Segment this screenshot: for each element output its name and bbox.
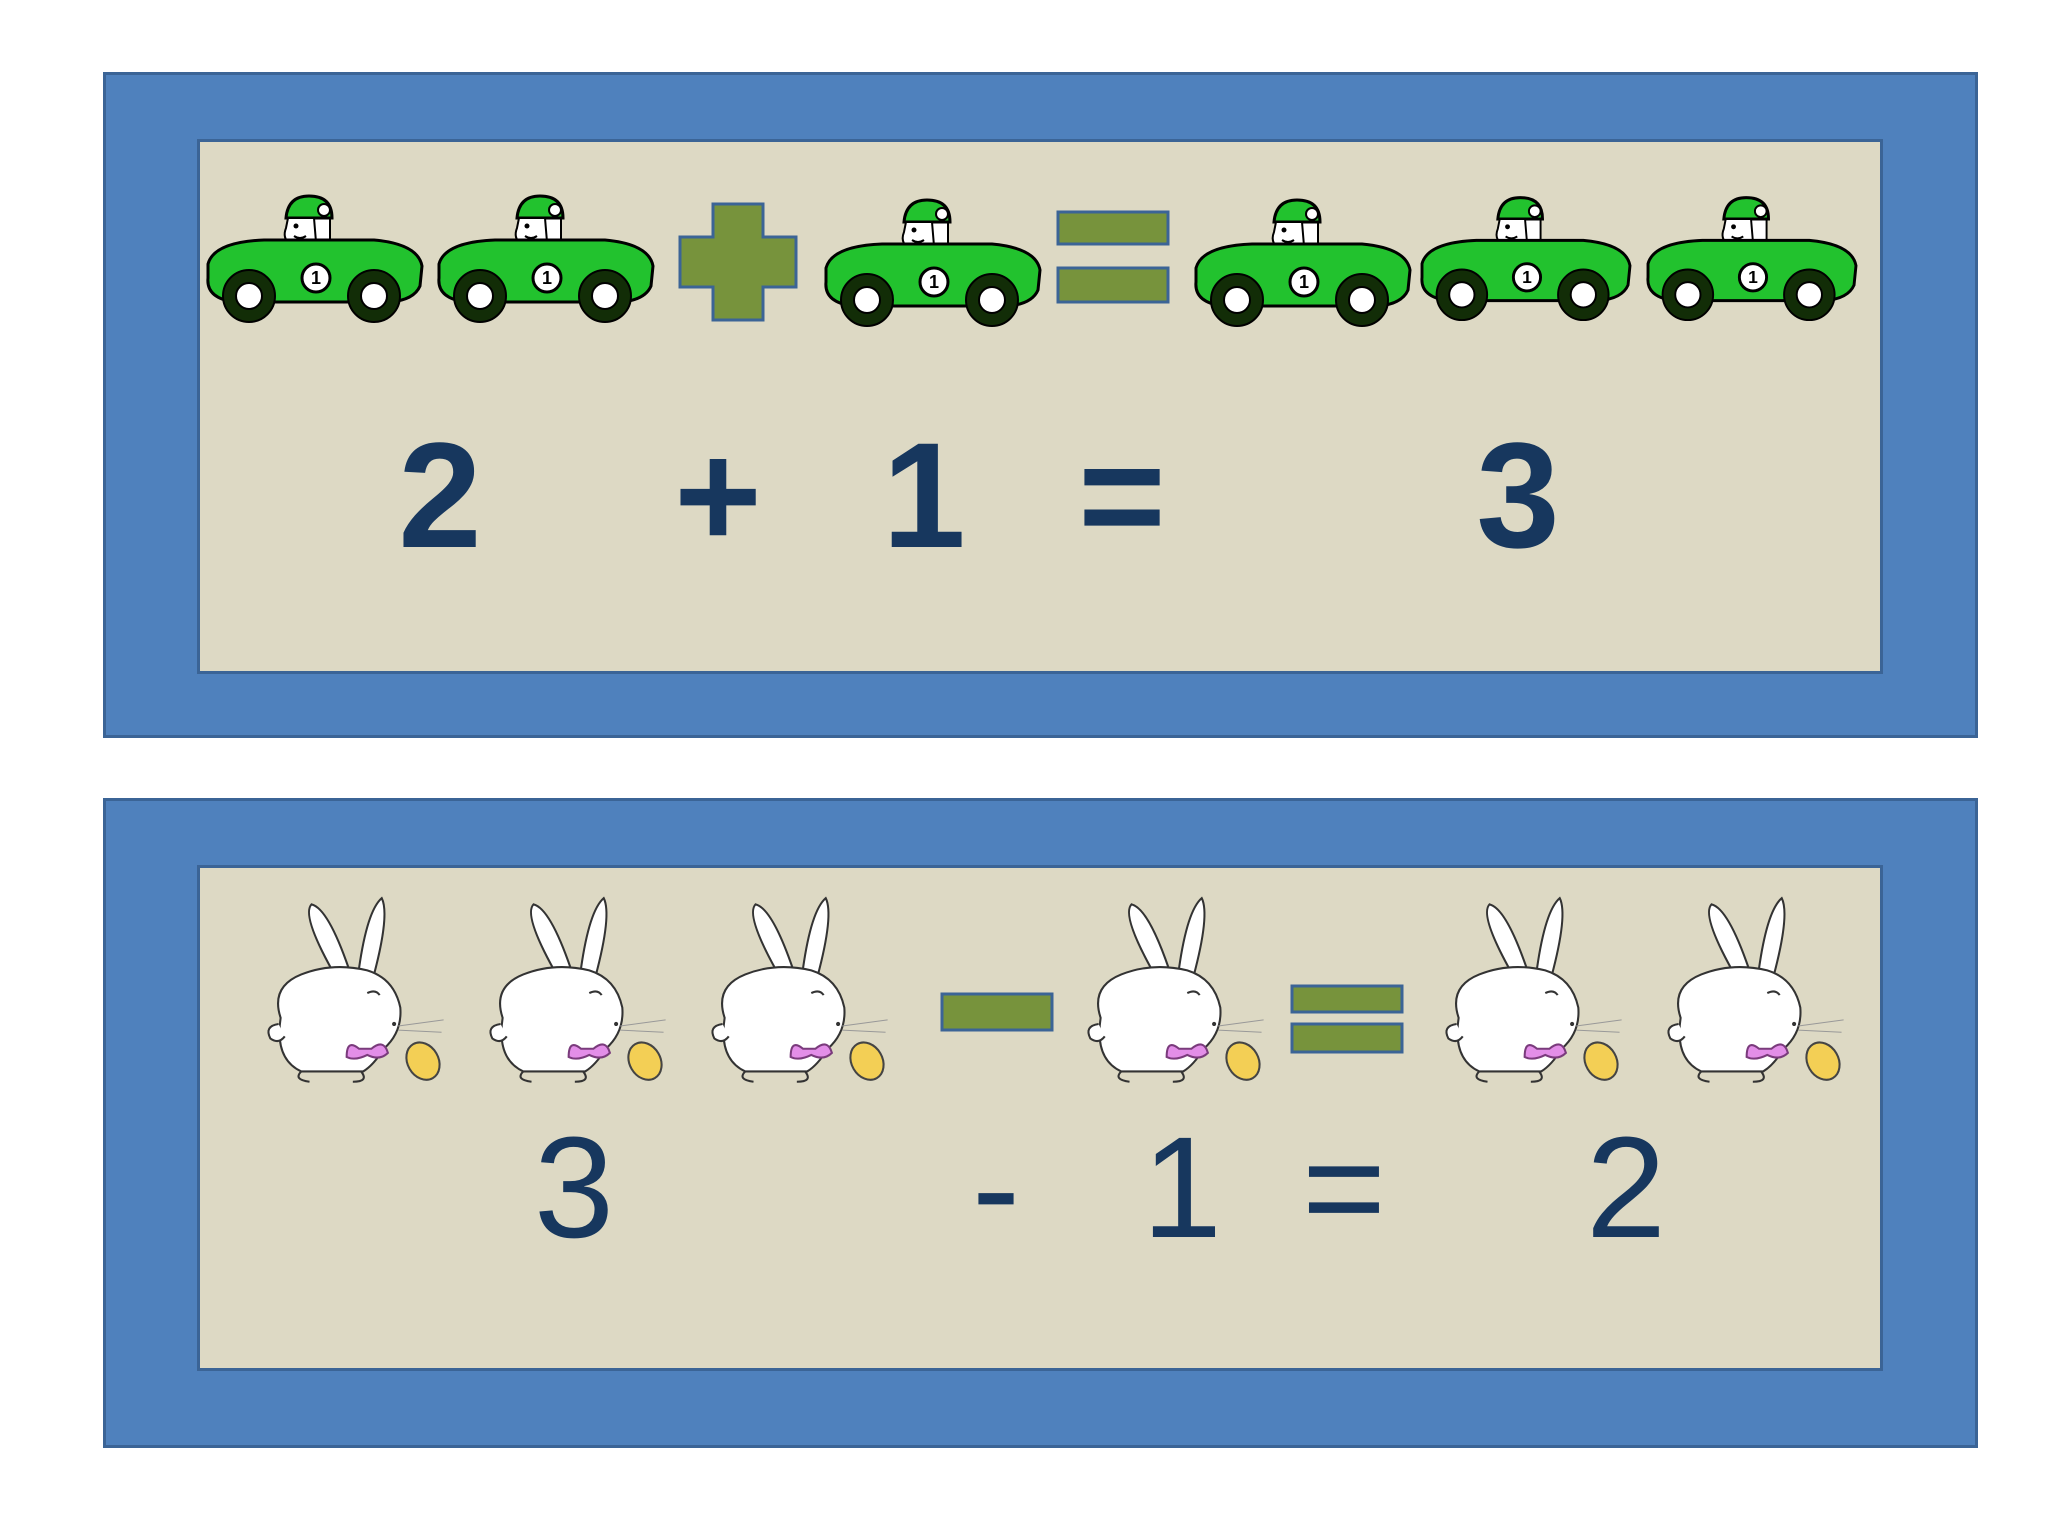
addition-card: 2 + 1 = 3 — [103, 72, 1978, 738]
equals-sign: = — [1078, 411, 1166, 579]
equals-icon — [1056, 210, 1170, 304]
race-car-icon — [206, 194, 424, 324]
right-operand: 1 — [882, 411, 966, 579]
plus-sign: + — [674, 411, 762, 579]
result: 3 — [1476, 411, 1560, 579]
left-operand: 2 — [398, 411, 482, 579]
bunny-icon — [1445, 897, 1626, 1087]
bunny-icon — [489, 897, 670, 1087]
left-operand: 3 — [533, 1107, 615, 1268]
race-car-icon — [1420, 196, 1632, 322]
bunny-icon — [267, 897, 448, 1087]
race-car-icon — [1646, 196, 1858, 322]
equals-icon — [1290, 984, 1404, 1054]
race-car-icon — [824, 198, 1042, 328]
race-car-icon — [437, 194, 655, 324]
minus-icon — [940, 992, 1054, 1032]
minus-sign: - — [972, 1107, 1020, 1268]
subtraction-card: 3 - 1 = 2 — [103, 798, 1978, 1448]
result: 2 — [1585, 1107, 1667, 1268]
race-car-icon — [1194, 198, 1412, 328]
equals-sign: = — [1301, 1107, 1387, 1268]
plus-icon — [678, 202, 798, 322]
bunny-icon — [1667, 897, 1848, 1087]
right-operand: 1 — [1141, 1107, 1223, 1268]
subtraction-panel: 3 - 1 = 2 — [197, 865, 1883, 1371]
bunny-icon — [711, 897, 892, 1087]
bunny-icon — [1087, 897, 1268, 1087]
addition-panel: 2 + 1 = 3 — [197, 139, 1883, 674]
